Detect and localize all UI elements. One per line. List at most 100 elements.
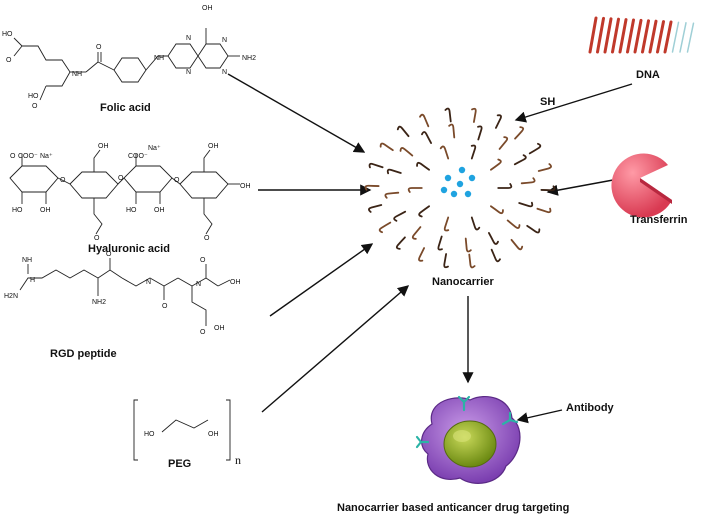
svg-text:OH: OH — [208, 143, 219, 150]
polymer-chain — [470, 216, 481, 231]
polymer-chain — [518, 201, 534, 208]
label-transferrin: Transferrin — [630, 214, 688, 226]
polymer-chain — [490, 248, 501, 263]
polymer-chain — [443, 216, 450, 232]
svg-text:OH: OH — [154, 207, 165, 214]
svg-text:HO: HO — [12, 207, 23, 214]
arrow-peg-to-nanocarrier — [261, 285, 410, 413]
arrow-folic-to-nanocarrier — [227, 73, 366, 153]
svg-text:Na⁺: Na⁺ — [148, 145, 161, 152]
polymer-chain — [514, 126, 525, 140]
polymer-chain — [386, 168, 402, 175]
polymer-chain — [368, 162, 384, 169]
polymer-chain — [526, 224, 541, 234]
svg-text:OH: OH — [208, 431, 219, 438]
polymer-chain — [444, 107, 452, 123]
svg-text:N: N — [146, 279, 151, 286]
polymer-chain — [506, 219, 521, 229]
polymer-chain — [379, 142, 394, 152]
label-antibody: Antibody — [566, 402, 614, 414]
svg-text:NH: NH — [72, 71, 82, 78]
svg-text:O: O — [94, 235, 100, 242]
polymer-chain — [498, 136, 509, 150]
polymer-chain — [419, 113, 430, 128]
polymer-chain — [399, 147, 414, 157]
label-rgd-peptide: RGD peptide — [50, 348, 117, 360]
arrows — [227, 73, 633, 424]
label-peg: PEG — [168, 458, 192, 470]
polymer-chain — [416, 161, 430, 171]
polymer-chain — [393, 210, 407, 222]
svg-text:N: N — [222, 69, 227, 76]
svg-text:O: O — [162, 303, 168, 310]
svg-text:H: H — [30, 277, 35, 284]
polymer-chain — [418, 205, 430, 218]
drug-core-dot — [468, 174, 476, 182]
polymer-chain — [443, 253, 449, 269]
polymer-chain — [384, 191, 400, 199]
svg-text:O: O — [106, 251, 112, 258]
folic-acid-structure: HO O O HO O NH NH OH N N N N NH2 — [2, 5, 256, 110]
nanocarrier-icon — [364, 107, 556, 269]
svg-text:O: O — [118, 175, 124, 182]
svg-text:OH: OH — [202, 5, 213, 12]
polymer-chain — [471, 107, 477, 123]
svg-text:N: N — [186, 69, 191, 76]
svg-text:NH2: NH2 — [92, 299, 106, 306]
polymer-chain — [437, 235, 443, 251]
svg-text:OH: OH — [230, 279, 241, 286]
dna-icon — [588, 16, 695, 54]
drug-core-dot — [440, 186, 448, 194]
svg-text:O: O — [10, 153, 16, 160]
svg-text:O: O — [204, 235, 210, 242]
svg-text:OH: OH — [214, 325, 225, 332]
polymer-chain — [470, 144, 477, 160]
svg-text:N: N — [222, 37, 227, 44]
svg-text:COO⁻: COO⁻ — [128, 153, 148, 160]
polymer-chain — [490, 205, 504, 215]
label-dna: DNA — [636, 69, 660, 81]
arrow-transferrin-to-nanocarrier — [546, 177, 625, 196]
svg-text:O: O — [96, 44, 102, 51]
svg-text:HO: HO — [144, 431, 155, 438]
svg-text:HO: HO — [126, 207, 137, 214]
peg-structure: HO OH — [133, 399, 231, 461]
receptor-icon — [415, 395, 519, 449]
polymer-chain — [488, 232, 499, 245]
svg-text:N: N — [186, 35, 191, 42]
svg-text:HO: HO — [28, 93, 39, 100]
drug-core-dot — [450, 190, 458, 198]
polymer-chain — [540, 185, 556, 192]
polymer-chain — [378, 221, 392, 234]
polymer-chain — [537, 163, 552, 172]
svg-text:N: N — [196, 281, 201, 288]
polymer-chain — [421, 131, 432, 144]
arrow-rgd-to-nanocarrier — [269, 243, 374, 317]
label-hyaluronic-acid: Hyaluronic acid — [88, 243, 170, 255]
arrow-antibody-label — [516, 409, 563, 424]
polymer-chain — [364, 184, 380, 191]
polymer-chain — [439, 145, 450, 160]
polymer-chain — [368, 204, 383, 213]
label-folic-acid: Folic acid — [100, 102, 151, 114]
polymer-chain — [528, 142, 542, 155]
drug-core-dot — [458, 166, 466, 174]
polymer-chain — [497, 183, 513, 189]
polymer-chain — [495, 114, 502, 129]
svg-text:O: O — [6, 57, 12, 64]
svg-text:H2N: H2N — [4, 293, 18, 300]
svg-text:O: O — [200, 257, 206, 264]
hyaluronic-acid-structure: O COO⁻ Na⁺ COO⁻ Na⁺ OH OH O O O HO OH HO… — [9, 143, 251, 242]
polymer-chain — [468, 253, 476, 269]
label-peg-subscript: n — [235, 453, 241, 467]
svg-text:OH: OH — [40, 207, 51, 214]
svg-text:COO⁻: COO⁻ — [18, 153, 38, 160]
svg-text:OH: OH — [98, 143, 109, 150]
svg-text:HO: HO — [2, 31, 13, 38]
label-sh: SH — [540, 96, 556, 108]
svg-text:O: O — [174, 177, 180, 184]
drug-core-dot — [456, 180, 464, 188]
polymer-chain — [396, 125, 410, 138]
